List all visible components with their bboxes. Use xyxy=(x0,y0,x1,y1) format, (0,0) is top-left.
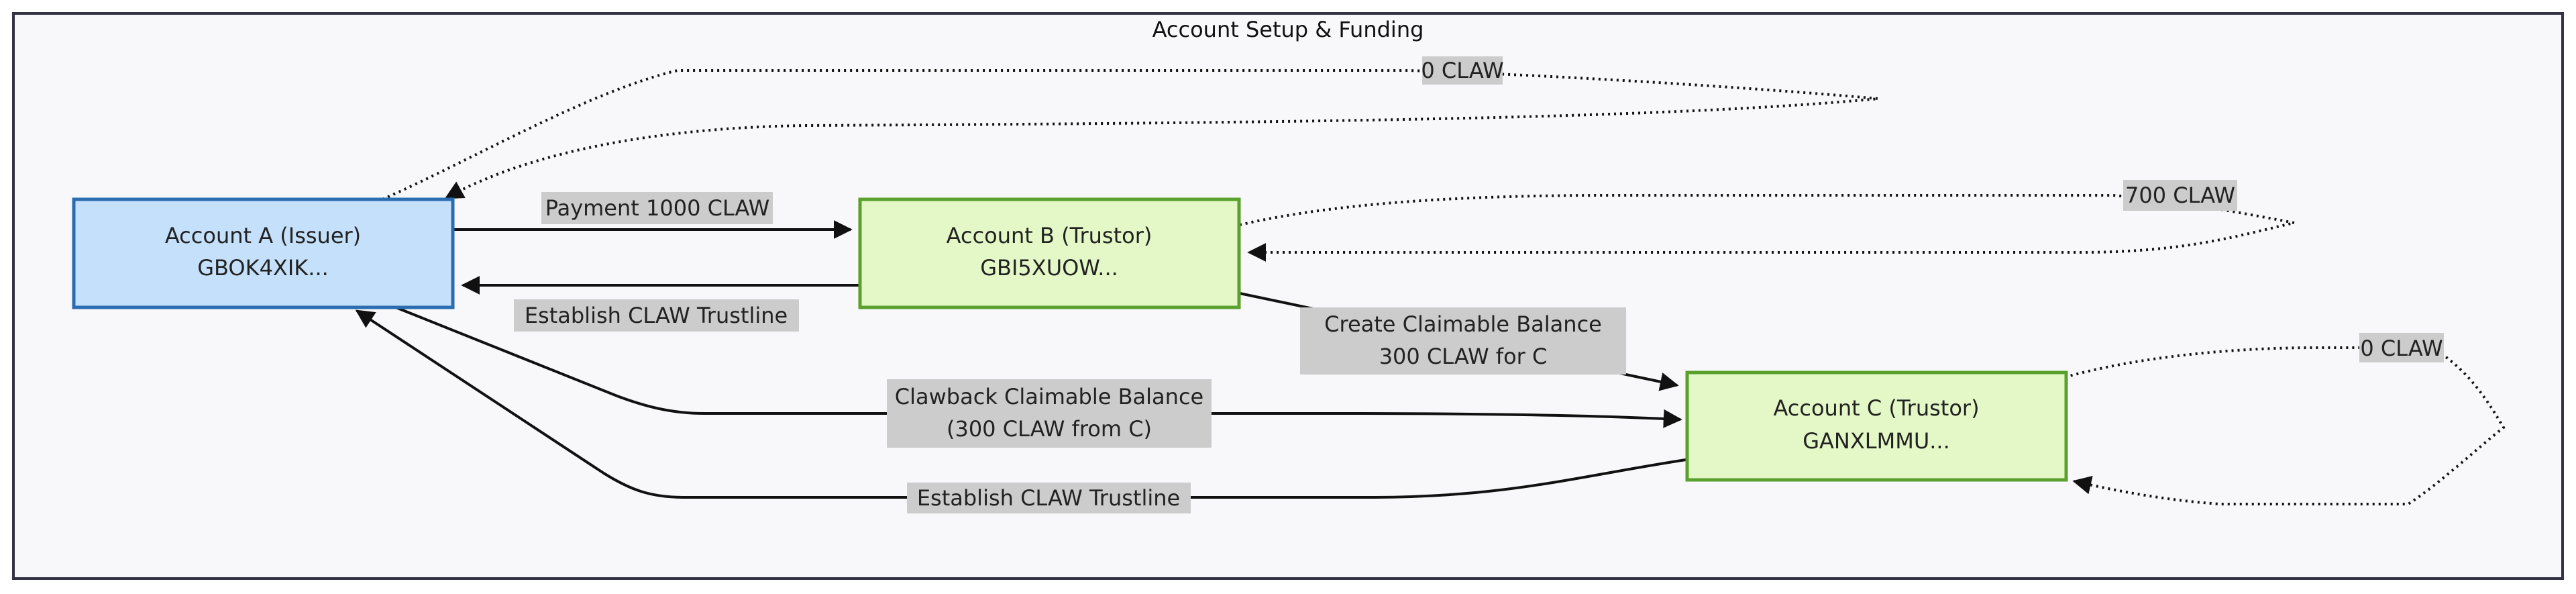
edge-c-self-loop xyxy=(2064,346,2506,505)
label-text: Payment 1000 CLAW xyxy=(545,195,770,221)
label-background xyxy=(2123,180,2237,211)
edge-a-self-loop xyxy=(382,69,1879,201)
diagram-title: Account Setup & Funding xyxy=(1152,17,1424,42)
label-background xyxy=(907,483,1191,513)
node-box[interactable] xyxy=(72,197,455,309)
edge-a-c-clawback xyxy=(395,306,1682,428)
label-background xyxy=(887,379,1212,448)
node-subtitle: GBOK4XIK... xyxy=(197,255,329,281)
label-background xyxy=(514,299,799,332)
label-text: 0 CLAW xyxy=(2360,336,2443,361)
label-c-a-trustline: Establish CLAW Trustline xyxy=(907,483,1191,513)
node-subtitle: GANXLMMU... xyxy=(1803,428,1950,454)
label-text: Create Claimable Balance xyxy=(1324,311,1602,337)
label-a-c-clawback: Clawback Claimable Balance (300 CLAW fro… xyxy=(887,379,1212,448)
label-c-self: 0 CLAW xyxy=(2359,333,2444,362)
node-subtitle: GBI5XUOW... xyxy=(980,255,1118,281)
edge-c-a-trustline xyxy=(355,309,1686,499)
label-background xyxy=(1300,307,1626,375)
label-text: Establish CLAW Trustline xyxy=(525,303,788,328)
label-text: Clawback Claimable Balance xyxy=(895,384,1203,409)
label-b-a-trustline: Establish CLAW Trustline xyxy=(514,299,799,332)
label-text: 700 CLAW xyxy=(2125,183,2235,208)
node-box[interactable] xyxy=(858,197,1241,309)
node-title: Account A (Issuer) xyxy=(165,223,361,248)
label-b-c-claimable: Create Claimable Balance 300 CLAW for C xyxy=(1300,307,1626,375)
label-background xyxy=(2359,333,2444,362)
label-background xyxy=(1422,56,1503,85)
label-text-line2: (300 CLAW from C) xyxy=(947,416,1152,442)
node-account-a[interactable]: Account A (Issuer) GBOK4XIK... xyxy=(72,197,455,309)
node-account-c[interactable]: Account C (Trustor) GANXLMMU... xyxy=(1685,370,2068,482)
node-account-b[interactable]: Account B (Trustor) GBI5XUOW... xyxy=(858,197,1241,309)
label-a-b-payment: Payment 1000 CLAW xyxy=(541,192,773,224)
node-title: Account B (Trustor) xyxy=(947,223,1152,248)
label-text-line2: 300 CLAW for C xyxy=(1379,344,1548,369)
label-b-self: 700 CLAW xyxy=(2123,180,2237,211)
node-box[interactable] xyxy=(1685,370,2068,482)
label-background xyxy=(541,192,773,224)
label-text: 0 CLAW xyxy=(1421,58,1503,83)
label-text: Establish CLAW Trustline xyxy=(917,485,1180,511)
node-title: Account C (Trustor) xyxy=(1773,395,1979,421)
label-a-self: 0 CLAW xyxy=(1421,56,1504,85)
